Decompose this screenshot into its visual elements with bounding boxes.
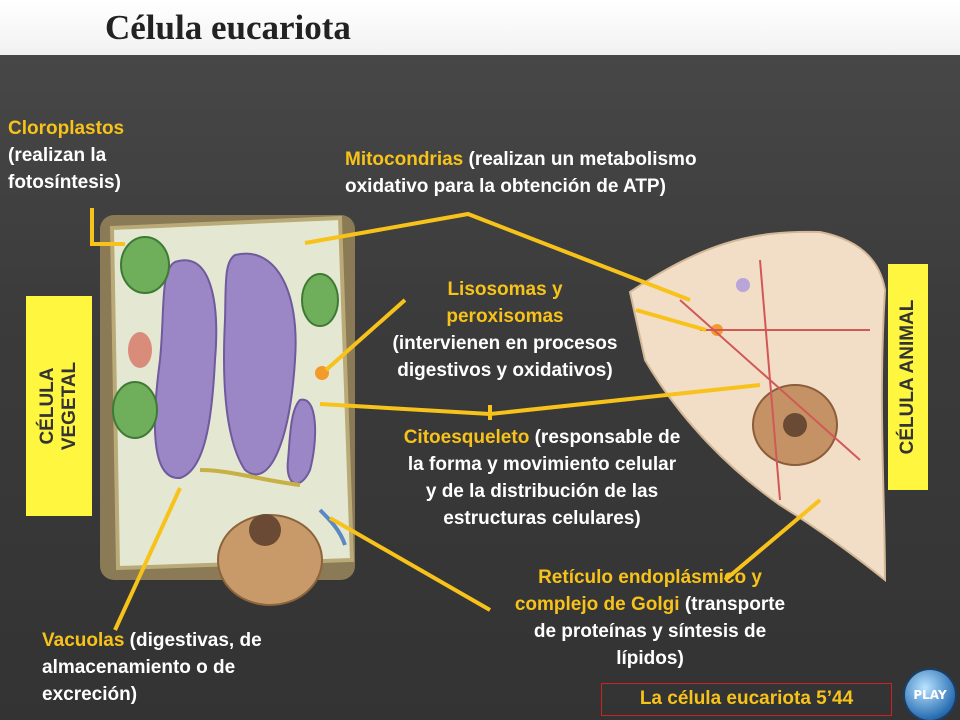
reticulo-name-2: complejo de Golgi bbox=[514, 594, 680, 615]
citoesqueleto-desc-2: la forma y movimiento celular bbox=[407, 454, 677, 475]
vacuolas-name: Vacuolas bbox=[42, 630, 125, 651]
vegetal-line-1: CÉLULA bbox=[37, 367, 58, 445]
vacuolas-desc-3: excreción) bbox=[42, 684, 138, 705]
label-vacuolas: Vacuolas (digestivas, de almacenamiento … bbox=[42, 627, 262, 708]
lisosomas-line-4: digestivos y oxidativos) bbox=[397, 360, 613, 381]
label-lisosomas: Lisosomas y peroxisomas (intervienen en … bbox=[355, 276, 655, 384]
play-button[interactable]: PLAY bbox=[905, 670, 955, 720]
reticulo-desc-2: de proteínas y síntesis de bbox=[533, 621, 767, 642]
side-label-vegetal: CÉLULA VEGETAL bbox=[26, 296, 92, 516]
citoesqueleto-name: Citoesqueleto bbox=[403, 427, 530, 448]
cloroplastos-name: Cloroplastos bbox=[8, 118, 125, 139]
citoesqueleto-desc-3: y de la distribución de las bbox=[425, 481, 659, 502]
plant-cell bbox=[100, 215, 355, 606]
animal-cell bbox=[628, 230, 887, 583]
header-bar: Célula eucariota bbox=[0, 0, 960, 55]
vacuolas-desc-1: (digestivas, de bbox=[124, 630, 262, 651]
page-title: Célula eucariota bbox=[105, 8, 351, 47]
label-citoesqueleto: Citoesqueleto (responsable de la forma y… bbox=[352, 424, 732, 532]
mitocondrias-desc-2: oxidativo para la obtención de ATP) bbox=[345, 176, 666, 197]
reticulo-desc-1: (transporte bbox=[679, 594, 786, 615]
side-label-animal: CÉLULA ANIMAL bbox=[888, 264, 928, 490]
citoesqueleto-desc-4: estructuras celulares) bbox=[443, 508, 641, 529]
vacuolas-desc-2: almacenamiento o de bbox=[42, 657, 236, 678]
cloroplastos-desc-2: fotosíntesis) bbox=[8, 172, 121, 193]
animal-label: CÉLULA ANIMAL bbox=[897, 299, 918, 455]
pointer-lines bbox=[90, 208, 822, 631]
mitocondrias-name: Mitocondrias bbox=[345, 149, 464, 170]
vegetal-line-2: VEGETAL bbox=[59, 361, 80, 451]
lisosomas-line-1: Lisosomas y bbox=[447, 279, 563, 300]
cloroplastos-desc-1: (realizan la bbox=[8, 145, 107, 166]
mitocondrias-desc-1: (realizan un metabolismo bbox=[463, 149, 697, 170]
video-link[interactable]: La célula eucariota 5’44 bbox=[601, 683, 892, 716]
citoesqueleto-desc-1: (responsable de bbox=[529, 427, 681, 448]
label-mitocondrias: Mitocondrias (realizan un metabolismo ox… bbox=[345, 146, 697, 200]
label-cloroplastos: Cloroplastos (realizan la fotosíntesis) bbox=[8, 115, 124, 196]
lisosomas-line-2: peroxisomas bbox=[446, 306, 564, 327]
reticulo-desc-3: lípidos) bbox=[616, 648, 684, 669]
label-reticulo: Retículo endoplásmico y complejo de Golg… bbox=[455, 564, 845, 672]
lisosomas-line-3: (intervienen en procesos bbox=[392, 333, 618, 354]
reticulo-name-1: Retículo endoplásmico y bbox=[538, 567, 762, 588]
